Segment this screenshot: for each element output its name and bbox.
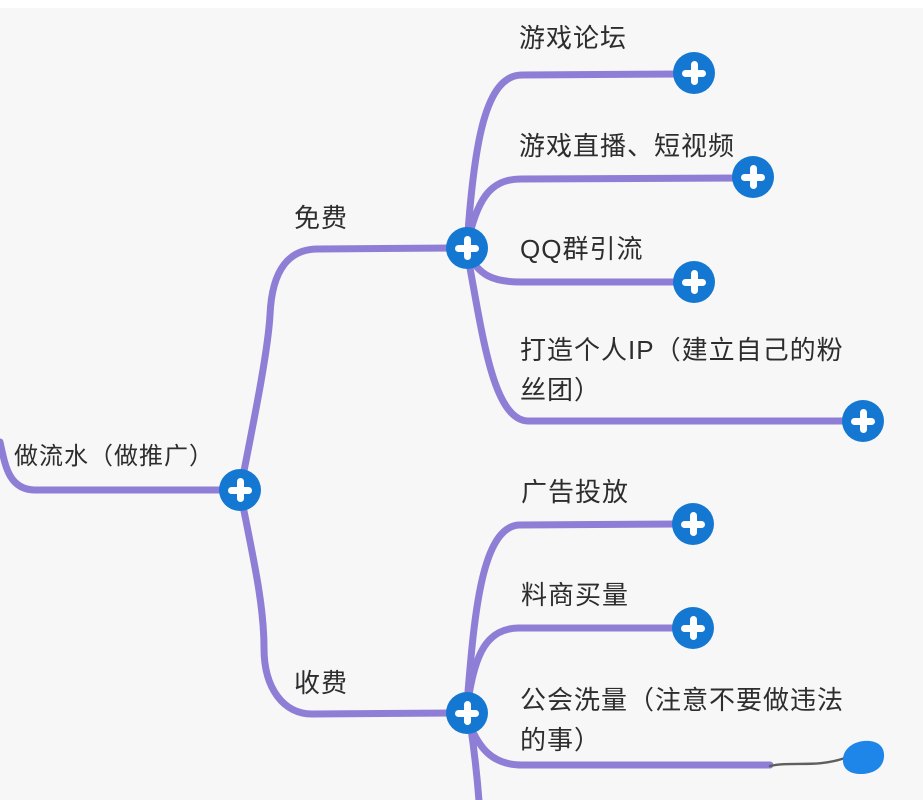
- edge-free-forum: [463, 70, 686, 250]
- node-label-game-streaming[interactable]: 游戏直播、短视频: [519, 131, 736, 161]
- plus-icon: [446, 692, 488, 734]
- add-child-button-paid[interactable]: [446, 692, 488, 734]
- plus-icon: [672, 503, 714, 545]
- node-label-root[interactable]: 做流水（做推广）: [14, 443, 214, 470]
- edge-paid-ads: [463, 520, 685, 708]
- node-label-qq-group[interactable]: QQ群引流: [520, 234, 644, 264]
- add-child-button-personal-ip[interactable]: [842, 400, 884, 442]
- plus-icon: [672, 607, 714, 649]
- edge-paid-buy: [463, 624, 684, 711]
- node-label-personal-ip[interactable]: 打造个人IP（建立自己的粉 丝团）: [520, 335, 844, 405]
- node-label-buy-volume[interactable]: 料商买量: [521, 580, 630, 610]
- node-label-ad-placement[interactable]: 广告投放: [521, 477, 630, 507]
- top-strip: [0, 0, 923, 8]
- edge-root-paid: [239, 502, 459, 718]
- plus-icon: [446, 227, 488, 269]
- add-child-button-root[interactable]: [219, 469, 261, 511]
- ink-blob: [842, 740, 885, 774]
- add-child-button-ad-placement[interactable]: [672, 503, 714, 545]
- add-child-button-buy-volume[interactable]: [672, 607, 714, 649]
- add-child-button-game-forum[interactable]: [673, 52, 715, 94]
- node-label-free[interactable]: 免费: [294, 203, 349, 233]
- edge-free-ip: [463, 248, 855, 425]
- node-label-game-forum[interactable]: 游戏论坛: [519, 23, 628, 53]
- edge-offscreen-root: [0, 438, 232, 494]
- ink-tail-line: [768, 756, 847, 768]
- add-child-button-game-streaming[interactable]: [732, 156, 774, 198]
- node-label-guild-volume[interactable]: 公会洗量（注意不要做违法 的事）: [520, 685, 845, 755]
- plus-icon: [219, 469, 261, 511]
- plus-icon: [842, 400, 884, 442]
- edge-root-free: [239, 244, 459, 480]
- plus-icon: [673, 52, 715, 94]
- add-child-button-free[interactable]: [446, 227, 488, 269]
- node-label-paid[interactable]: 收费: [294, 668, 349, 698]
- add-child-button-qq-group[interactable]: [673, 261, 715, 303]
- plus-icon: [673, 261, 715, 303]
- plus-icon: [732, 156, 774, 198]
